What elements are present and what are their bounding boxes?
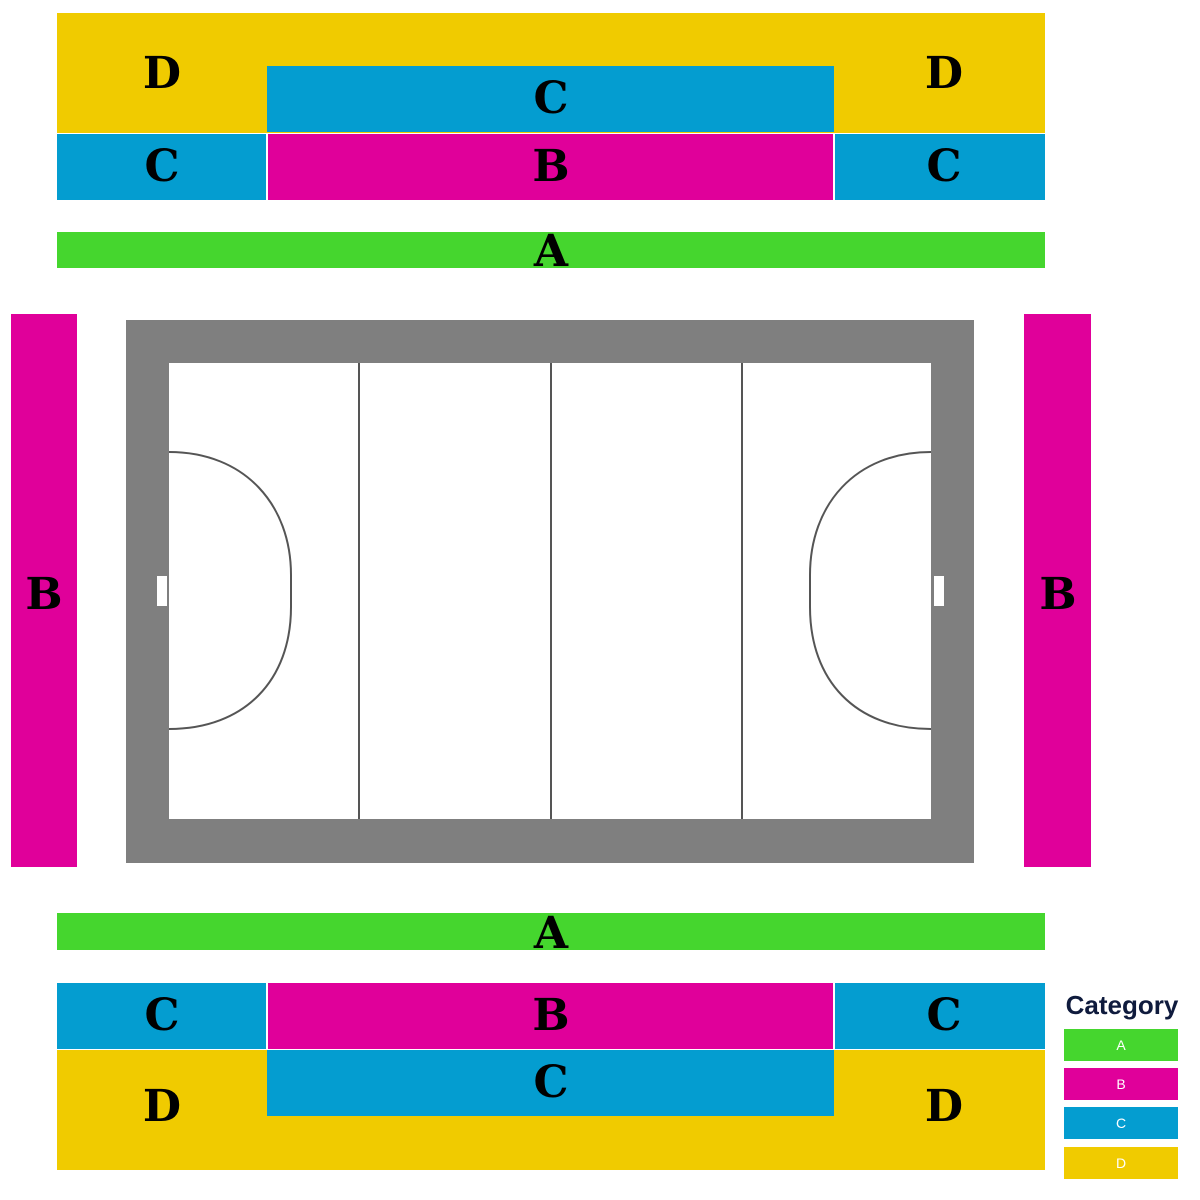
label-bottom-c-right: C [926,990,962,1041]
goal-area-left [168,451,292,730]
section-side-b-right[interactable] [1024,314,1091,867]
goal-area-right [809,451,932,730]
section-top-c-right[interactable] [835,134,1045,200]
legend-item-c[interactable]: C [1064,1107,1178,1139]
section-bottom-c-center[interactable] [267,1050,834,1116]
label-top-c-center: C [533,73,569,124]
section-bottom-a[interactable] [57,913,1045,950]
legend-item-d[interactable]: D [1064,1147,1178,1179]
legend-item-b[interactable]: B [1064,1068,1178,1100]
goal-left [157,576,167,606]
section-top-b-center[interactable] [268,134,833,200]
label-bottom-c-left: C [144,990,180,1041]
label-top-d-left: D [142,48,182,99]
label-bottom-d-left: D [142,1081,182,1132]
label-bottom-c-center: C [533,1057,569,1108]
section-top-a[interactable] [57,232,1045,268]
label-top-a: A [533,226,569,277]
section-bottom-c-right[interactable] [835,983,1045,1049]
goal-right [934,576,944,606]
label-bottom-a: A [533,908,569,959]
label-top-d-right: D [924,48,964,99]
label-top-c-left: C [144,141,180,192]
label-bottom-b-center: B [532,990,570,1041]
section-side-b-left[interactable] [11,314,77,867]
label-top-c-right: C [926,141,962,192]
label-bottom-d-right: D [924,1081,964,1132]
section-top-c-center[interactable] [267,66,834,132]
legend-item-a[interactable]: A [1064,1029,1178,1061]
label-side-b-right: B [1039,569,1077,620]
label-side-b-left: B [25,569,63,620]
section-bottom-c-left[interactable] [57,983,266,1049]
legend-title: Category [1065,990,1179,1020]
section-top-c-left[interactable] [57,134,266,200]
label-top-b-center: B [532,141,570,192]
section-bottom-b-center[interactable] [268,983,833,1049]
